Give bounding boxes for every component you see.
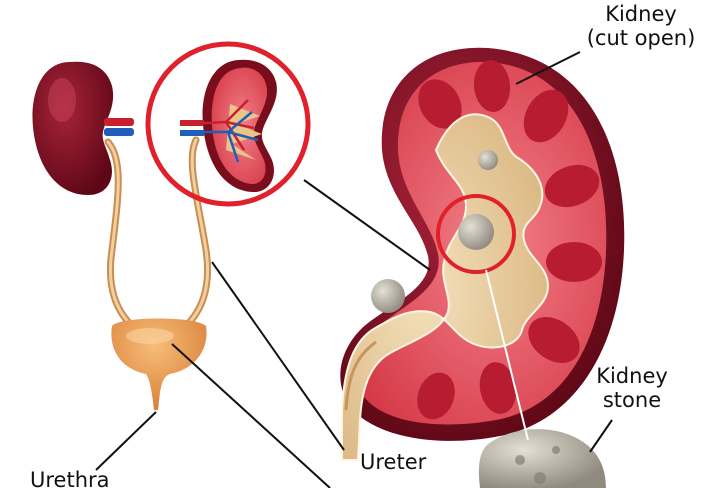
stone-highlight-circle	[436, 194, 516, 274]
small-kidney-highlight-circle	[145, 41, 311, 207]
left-renal-artery	[104, 118, 134, 126]
leader-stone-zoom	[485, 269, 529, 441]
kidney-label: Kidney (cut open)	[572, 2, 710, 50]
kidney-label-line2: (cut open)	[586, 26, 696, 50]
stone-center	[458, 214, 494, 250]
kidney-stone-label-line2: stone	[602, 388, 662, 412]
ureters	[104, 136, 212, 330]
large-cut-kidney	[340, 47, 625, 461]
ureter-label: Ureter	[360, 450, 427, 474]
leader-bladder	[171, 343, 331, 488]
leader-zoom-kidney	[303, 179, 431, 271]
urethra-label: Urethra	[30, 468, 110, 488]
small-renal-vein	[180, 130, 204, 136]
stone-small	[478, 150, 498, 170]
left-kidney	[32, 61, 134, 196]
leader-ureter	[211, 261, 345, 451]
stone-left	[371, 279, 405, 313]
leader-stone-label	[589, 419, 613, 453]
kidney-stones	[371, 150, 606, 488]
kidney-label-line1: Kidney	[605, 2, 677, 26]
small-renal-artery	[180, 120, 204, 126]
left-renal-vein	[104, 128, 134, 136]
stone-magnified	[478, 429, 606, 488]
kidney-stone-label-line1: Kidney	[596, 364, 668, 388]
kidney-stone-label: Kidney stone	[584, 364, 680, 412]
leader-kidney-label	[515, 51, 581, 85]
leader-urethra	[95, 411, 157, 471]
bladder	[111, 318, 207, 410]
small-cut-kidney	[180, 59, 277, 193]
leader-lines	[95, 51, 613, 488]
renal-pyramids	[417, 60, 602, 420]
